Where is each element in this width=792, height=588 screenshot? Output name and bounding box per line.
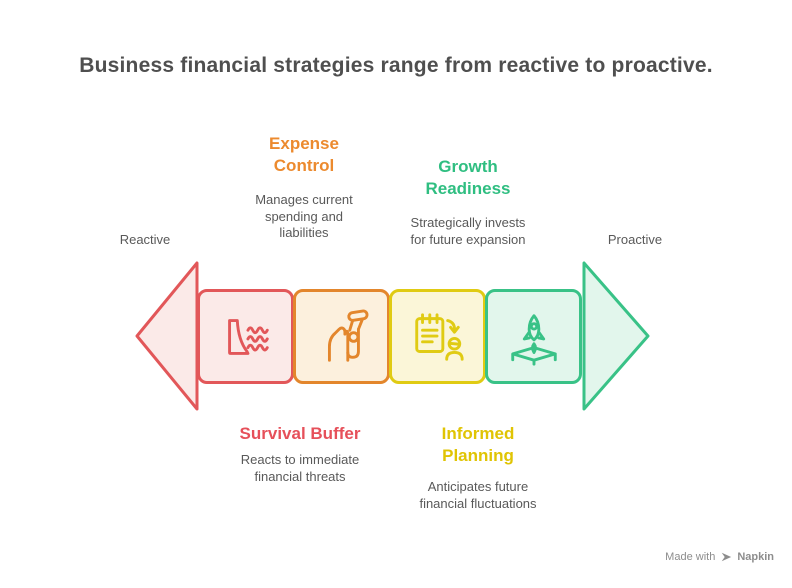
napkin-logo-icon — [722, 552, 732, 562]
survival-buffer-title: Survival Buffer — [239, 424, 361, 443]
informed-planning-description: Anticipates future financial fluctuation… — [419, 479, 537, 511]
rocket-launchpad-icon — [510, 313, 557, 366]
survival-buffer-description: Reacts to immediate financial threats — [240, 452, 360, 484]
made-with-napkin-credit: Made with Napkin — [665, 551, 774, 563]
segment-expense-control — [293, 289, 390, 384]
growth-readiness-description: Strategically invests for future expansi… — [410, 215, 526, 247]
segment-survival-buffer — [197, 289, 294, 384]
proactive-arrowhead — [581, 260, 651, 412]
proactive-label: Proactive — [607, 232, 663, 247]
right-arrow-icon — [582, 261, 650, 411]
expense-control-title: Expense Control — [269, 134, 339, 175]
survival-buffer-block: Survival Buffer Reacts to immediate fina… — [199, 423, 401, 485]
expense-control-description: Manages current spending and liabilities — [255, 192, 353, 240]
growth-readiness-title: Growth Readiness — [425, 157, 511, 198]
page-title: Business financial strategies range from… — [79, 54, 713, 77]
reactive-arrowhead — [134, 260, 200, 412]
napkin-brand-text: Napkin — [737, 551, 774, 563]
segment-growth-readiness — [485, 289, 582, 384]
informed-planning-title: Informed Planning — [441, 424, 515, 465]
made-with-text: Made with — [665, 551, 716, 563]
left-arrow-icon — [135, 261, 199, 411]
checklist-person-icon — [414, 312, 464, 361]
growth-readiness-block: Growth Readiness Strategically invests f… — [368, 156, 568, 248]
dam-flood-icon — [227, 318, 269, 355]
expense-control-block: Expense Control Manages current spending… — [204, 133, 404, 242]
informed-planning-block: Informed Planning Anticipates future fin… — [378, 423, 578, 512]
segment-informed-planning — [389, 289, 486, 384]
reactive-label: Reactive — [119, 232, 171, 247]
hand-grip-spending-icon — [327, 309, 369, 362]
